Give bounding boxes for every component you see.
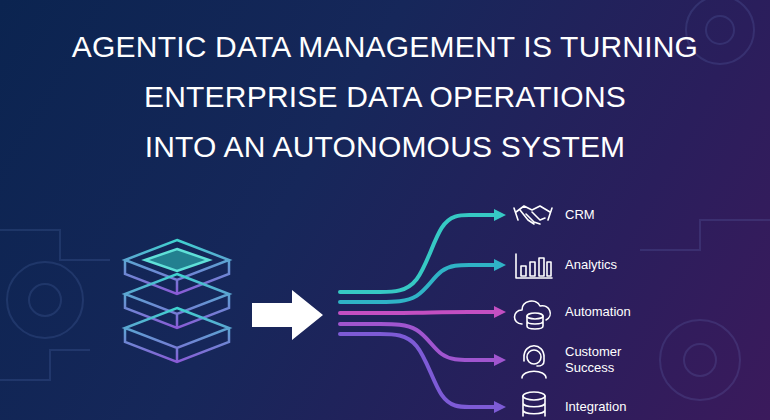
flow-line	[340, 215, 496, 292]
arrowhead	[494, 306, 506, 318]
arrowhead	[494, 401, 506, 413]
database-layer	[125, 240, 229, 294]
flow-line	[340, 265, 496, 302]
database-small-icon	[523, 392, 545, 416]
arrowhead	[494, 209, 506, 221]
output-label: Analytics	[565, 257, 645, 273]
white-arrow	[252, 290, 323, 340]
gear-decor	[0, 0, 770, 400]
output-label: Automation	[565, 304, 645, 320]
database-layer	[125, 308, 229, 362]
icons	[514, 206, 552, 416]
title: AGENTIC DATA MANAGEMENT IS TURNING ENTER…	[35, 22, 735, 172]
cloud-db-icon	[515, 301, 551, 329]
output-label: Integration	[565, 399, 645, 415]
flow-line	[340, 312, 496, 313]
flow-line	[340, 334, 496, 407]
output-label: Customer Success	[565, 344, 645, 376]
database-layer	[125, 274, 229, 328]
bar-chart-icon	[516, 254, 552, 278]
arrowhead	[494, 259, 506, 271]
flow-lines	[340, 209, 506, 413]
output-label: CRM	[565, 207, 645, 223]
support-agent-icon	[522, 346, 546, 378]
arrowhead	[494, 354, 506, 366]
flow-line	[340, 324, 496, 360]
database-icon	[125, 240, 229, 362]
handshake-icon	[514, 206, 552, 224]
database-top-inset	[145, 249, 209, 271]
